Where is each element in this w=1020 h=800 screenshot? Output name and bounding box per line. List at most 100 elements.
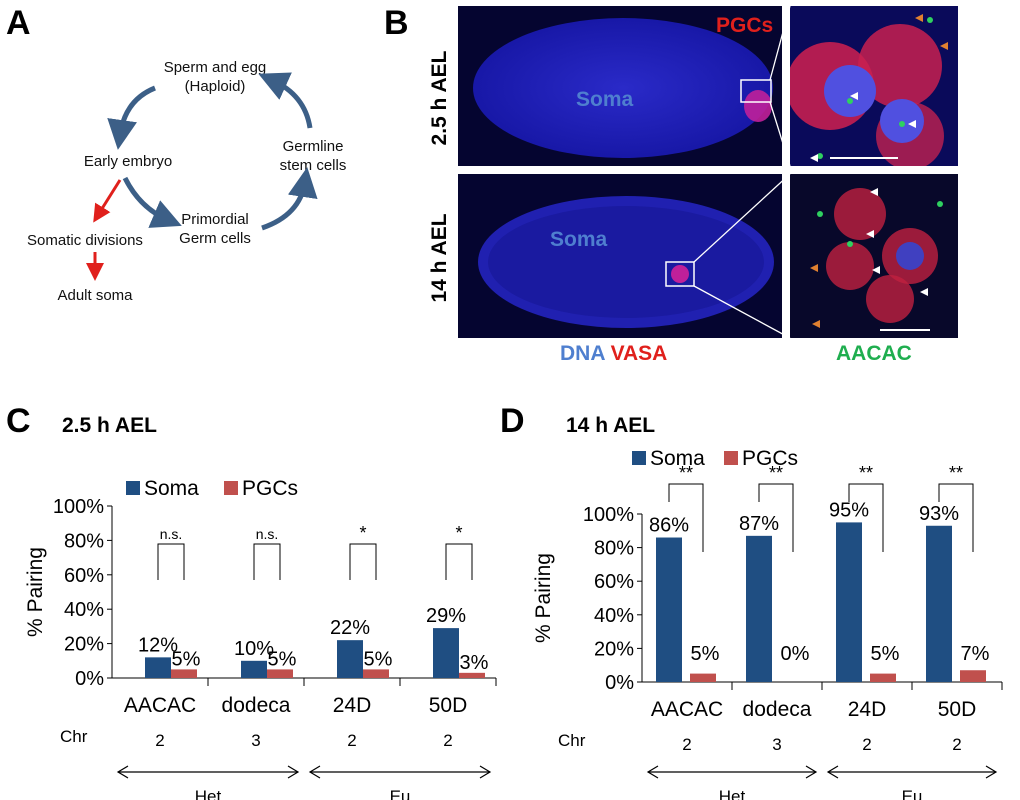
data-label-pgcs-24d: 5% — [364, 648, 393, 670]
chr-value-50d: 2 — [952, 735, 961, 754]
panel-letter-c: C — [6, 402, 31, 440]
chart-c-title: 2.5 h AEL — [62, 414, 157, 437]
bar-pgcs-24d — [363, 669, 389, 678]
y-tick-label: 20% — [64, 634, 104, 656]
significance-bracket-aacac — [668, 483, 704, 552]
y-tick-label: 80% — [64, 530, 104, 552]
data-label-soma-aacac: 86% — [649, 515, 689, 537]
arrow-embryo-to-pgc — [122, 176, 182, 228]
significance-bracket-50d — [445, 543, 473, 580]
arrow-pgc-to-gsc — [261, 167, 318, 231]
significance-bracket-dodeca — [758, 483, 794, 552]
soma-label-14h: Soma — [550, 228, 608, 251]
data-label-soma-dodeca: 87% — [739, 513, 779, 535]
embryo-image-2-5h: PGCs Soma — [458, 6, 782, 166]
data-label-soma-50d: 93% — [919, 503, 959, 525]
bar-soma-dodeca — [241, 660, 267, 678]
chr-value-aacac: 2 — [155, 731, 164, 750]
category-label-50d: 50D — [938, 698, 977, 721]
bar-soma-50d — [433, 628, 459, 678]
y-tick-label: 60% — [64, 565, 104, 587]
group-arrowhead-left-eu — [308, 765, 321, 779]
zoom-cells-2-5h — [790, 14, 948, 166]
bar-soma-50d — [926, 525, 952, 682]
soma-label-2-5h: Soma — [576, 88, 634, 111]
arrow-embryo-to-somatic — [93, 179, 122, 223]
primordial-line2: Germ cells — [179, 230, 251, 247]
chart-d-title: 14 h AEL — [566, 414, 656, 437]
stain-legend: DNA VASA — [560, 342, 667, 366]
legend-label-pgcs: PGCs — [242, 477, 298, 500]
y-tick-label: 100% — [583, 504, 634, 526]
significance-bracket-24d — [848, 483, 884, 552]
y-tick-label: 0% — [605, 672, 634, 694]
vasa-label: VASA — [610, 342, 668, 365]
significance-mark-24d: ** — [859, 463, 873, 483]
bar-pgcs-aacac — [171, 669, 197, 678]
chr-value-50d: 2 — [443, 731, 452, 750]
y-tick-label: 80% — [594, 538, 634, 560]
chr-value-24d: 2 — [347, 731, 356, 750]
category-label-50d: 50D — [429, 694, 468, 717]
chr-value-dodeca: 3 — [772, 735, 781, 754]
group-arrowhead-left-het — [116, 765, 129, 779]
y-axis-label: % Pairing — [24, 547, 47, 637]
data-label-soma-50d: 29% — [426, 605, 466, 627]
data-label-soma-dodeca: 10% — [234, 638, 274, 660]
embryo-shape-2-5h — [473, 18, 773, 158]
group-label-eu: Eu — [902, 787, 923, 800]
data-label-pgcs-aacac: 5% — [691, 643, 720, 665]
zoom-image-14h — [790, 174, 958, 338]
chr-value-24d: 2 — [862, 735, 871, 754]
bar-pgcs-50d — [960, 670, 986, 682]
data-label-pgcs-dodeca: 0% — [781, 643, 810, 665]
row2-time-label: 14 h AEL — [428, 213, 451, 303]
significance-mark-dodeca: n.s. — [256, 526, 279, 542]
bar-soma-24d — [836, 522, 862, 682]
zoom-cells-14h — [810, 188, 943, 331]
row1-time-label: 2.5 h AEL — [428, 50, 451, 146]
sperm-egg-line2: (Haploid) — [184, 78, 246, 95]
significance-mark-50d: * — [455, 523, 462, 543]
legend-swatch-pgcs — [724, 451, 738, 465]
panel-letter-b: B — [384, 4, 409, 42]
bar-soma-dodeca — [746, 535, 772, 682]
germline-line1: Germline — [282, 138, 344, 155]
pgcs-label: PGCs — [716, 14, 774, 37]
category-label-dodeca: dodeca — [743, 698, 812, 721]
data-label-soma-24d: 22% — [330, 617, 370, 639]
somatic-divisions-label: Somatic divisions — [27, 232, 143, 249]
category-label-dodeca: dodeca — [222, 694, 291, 717]
category-label-aacac: AACAC — [651, 698, 723, 721]
chr-label: Chr — [558, 731, 586, 750]
cycle-arrows — [86, 72, 318, 281]
embryo-shape-14h — [478, 196, 774, 328]
significance-bracket-50d — [938, 483, 974, 552]
category-label-24d: 24D — [333, 694, 372, 717]
y-tick-label: 40% — [64, 599, 104, 621]
arrow-egg-to-embryo — [107, 85, 156, 150]
chr-value-aacac: 2 — [682, 735, 691, 754]
aacac-label: AACAC — [836, 342, 912, 365]
y-tick-label: 0% — [75, 668, 104, 690]
primordial-line1: Primordial — [181, 211, 249, 228]
chr-label: Chr — [60, 727, 88, 746]
zoom-image-2-5h — [790, 6, 958, 166]
significance-mark-aacac: n.s. — [160, 526, 183, 542]
bar-soma-aacac — [145, 657, 171, 678]
panel-letter-d: D — [500, 402, 525, 440]
category-label-24d: 24D — [848, 698, 887, 721]
y-tick-label: 60% — [594, 571, 634, 593]
dna-label: DNA — [560, 342, 605, 365]
chr-value-dodeca: 3 — [251, 731, 260, 750]
data-label-pgcs-aacac: 5% — [172, 648, 201, 670]
bar-pgcs-aacac — [690, 673, 716, 682]
group-arrowhead-right-eu — [479, 765, 492, 779]
bar-pgcs-24d — [870, 673, 896, 682]
legend-label-soma: Soma — [650, 447, 705, 470]
significance-bracket-aacac — [157, 543, 185, 580]
legend-label-pgcs: PGCs — [742, 447, 798, 470]
group-label-eu: Eu — [390, 787, 411, 800]
legend-swatch-soma — [632, 451, 646, 465]
